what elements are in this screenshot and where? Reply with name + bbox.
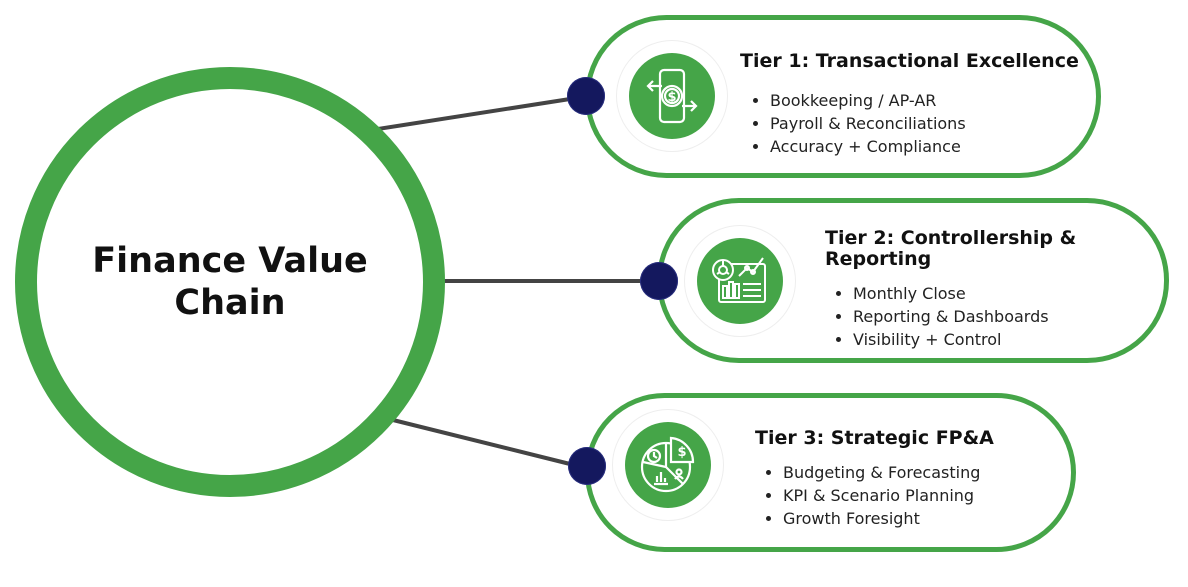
tier-1-title: Tier 1: Transactional Excellence xyxy=(740,50,1079,72)
finance-value-chain-hub: Finance Value Chain xyxy=(15,67,445,497)
tier-2-icon-badge xyxy=(684,225,796,337)
svg-text:$: $ xyxy=(677,445,686,460)
pie-chart-planning-icon: $ xyxy=(625,422,711,508)
bullet-item: KPI & Scenario Planning xyxy=(783,484,980,507)
bullet-item: Budgeting & Forecasting xyxy=(783,461,980,484)
bullet-item: Bookkeeping / AP-AR xyxy=(770,89,966,112)
tier-1-node xyxy=(567,77,605,115)
tier-2-title: Tier 2: Controllership & Reporting xyxy=(825,227,1077,270)
bullet-item: Monthly Close xyxy=(853,282,1049,305)
tier-3-icon-badge: $ xyxy=(612,409,724,521)
hub-title: Finance Value Chain xyxy=(92,241,368,323)
bullet-item: Growth Foresight xyxy=(783,507,980,530)
tier-3-title: Tier 3: Strategic FP&A xyxy=(755,427,994,449)
tier-3-node xyxy=(568,447,606,485)
tier-3-bullets: Budgeting & Forecasting KPI & Scenario P… xyxy=(765,461,980,530)
bullet-item: Reporting & Dashboards xyxy=(853,305,1049,328)
mobile-payment-exchange-icon: $ xyxy=(629,53,715,139)
svg-text:$: $ xyxy=(667,90,676,105)
tier-2-node xyxy=(640,262,678,300)
dashboard-report-icon xyxy=(697,238,783,324)
tier-1-bullets: Bookkeeping / AP-AR Payroll & Reconcilia… xyxy=(752,89,966,158)
bullet-item: Visibility + Control xyxy=(853,328,1049,351)
connector-tier-3 xyxy=(392,418,571,466)
tier-1-icon-badge: $ xyxy=(616,40,728,152)
connector-tier-1 xyxy=(377,97,571,131)
bullet-item: Payroll & Reconciliations xyxy=(770,112,966,135)
bullet-item: Accuracy + Compliance xyxy=(770,135,966,158)
tier-2-bullets: Monthly Close Reporting & Dashboards Vis… xyxy=(835,282,1049,351)
